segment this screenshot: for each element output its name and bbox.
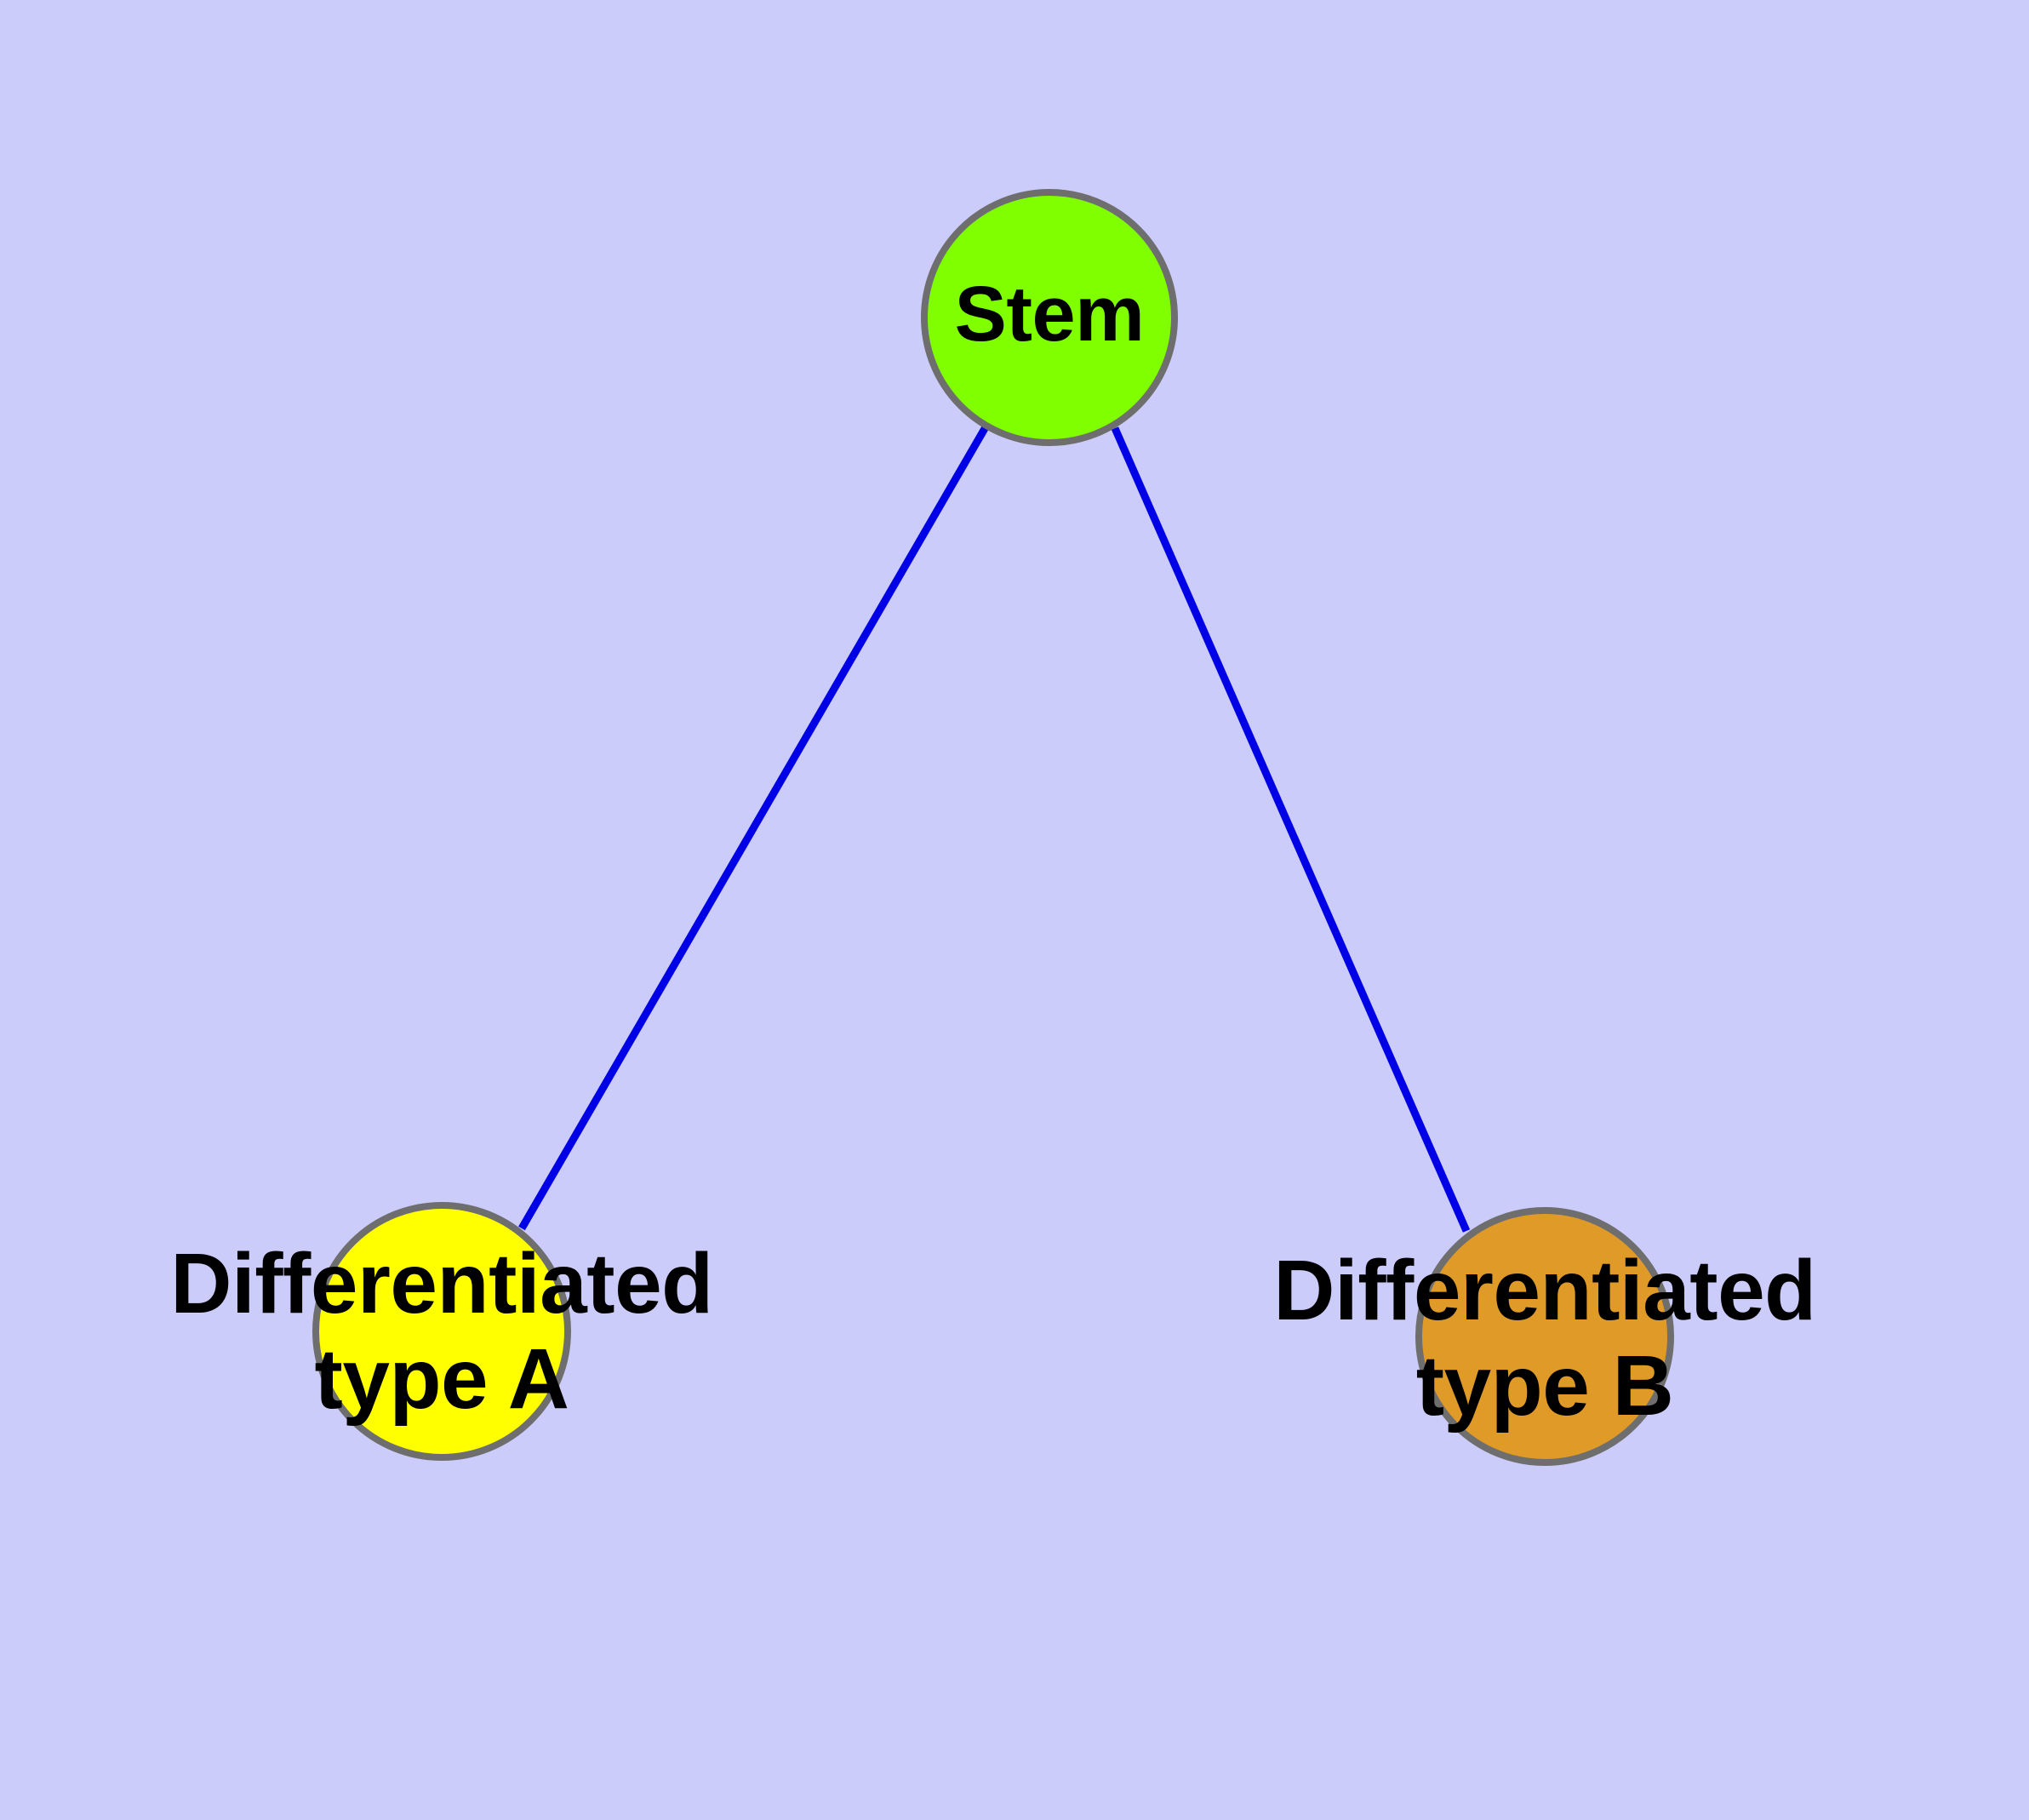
node-stem[interactable]	[921, 189, 1178, 446]
node-differentiated-type-b[interactable]	[1415, 1207, 1674, 1466]
edge-layer	[518, 423, 1471, 1233]
node-differentiated-type-a[interactable]	[312, 1202, 571, 1461]
node-layer	[312, 189, 1674, 1466]
edge-stem-to-differentiated-type-b[interactable]	[1111, 426, 1471, 1233]
edge-stem-to-differentiated-type-a[interactable]	[518, 423, 990, 1231]
